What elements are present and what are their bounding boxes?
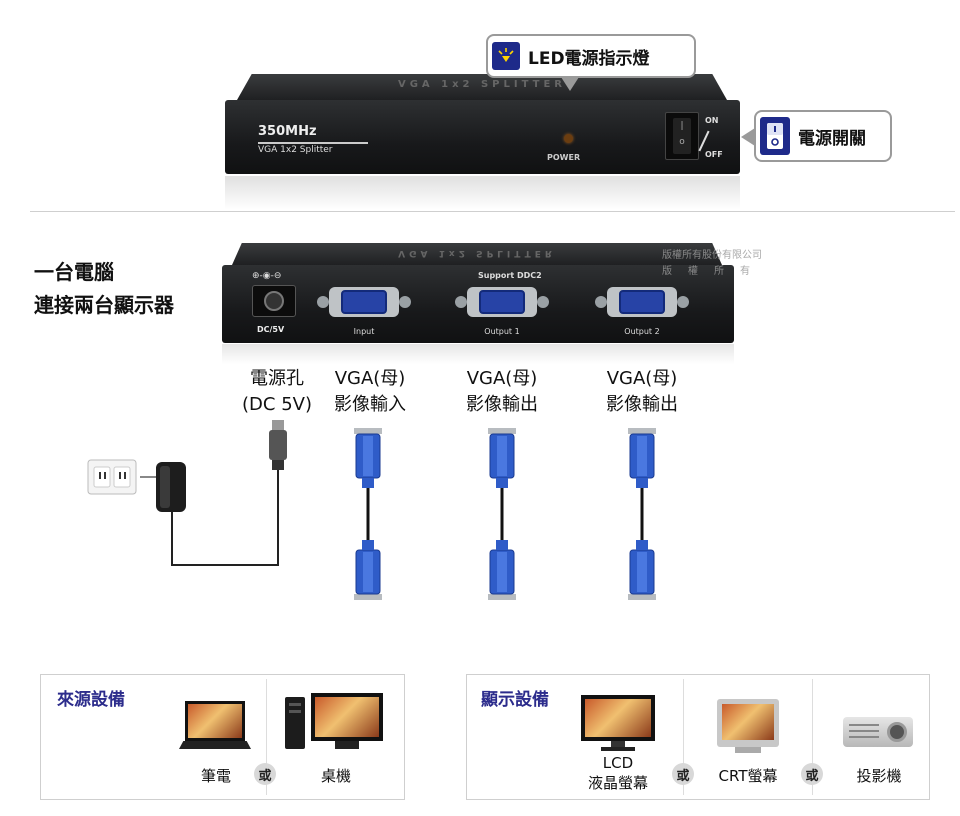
led-callout-pointer — [561, 77, 579, 91]
power-led — [564, 134, 573, 143]
heading: 一台電腦 連接兩台顯示器 — [34, 256, 174, 322]
power-adapter-icon — [140, 462, 186, 512]
port-input[interactable]: Input — [314, 287, 414, 336]
switch-icon — [760, 117, 790, 155]
device-front-face: 350MHz VGA 1x2 Splitter POWER |o ON OFF — [225, 100, 740, 174]
projector-icon — [843, 717, 913, 749]
power-switch-callout-label: 電源開關 — [798, 128, 866, 149]
port-output-2[interactable]: Output 2 — [592, 287, 692, 336]
watermark: 版權所有股份有限公司 版 權 所 有 — [662, 248, 762, 280]
display-devices-panel: 顯示設備 LCD 液晶螢幕 或 CRT螢幕 或 投影機 — [466, 674, 930, 800]
device-spec-main: 350MHz — [258, 124, 317, 139]
rear-face: ⊕-◉-⊖ DC/5V Support DDC2 Input Output 1 — [222, 265, 734, 343]
splitter-front-view: VGA 1x2 SPLITTER 350MHz VGA 1x2 Splitter… — [225, 74, 740, 174]
laptop-label: 筆電 — [200, 767, 231, 785]
device-reflection — [225, 176, 740, 210]
port-output-1-label: Output 1 — [484, 327, 520, 336]
vga-port-input — [329, 287, 399, 317]
vga-port-output-1 — [467, 287, 537, 317]
or-badge-display-1: 或 — [672, 763, 694, 785]
device-top-face: VGA 1x2 SPLITTER — [237, 74, 727, 100]
crt-monitor-icon — [717, 699, 779, 755]
led-glyph — [498, 48, 514, 62]
heading-line-2: 連接兩台顯示器 — [34, 293, 174, 317]
power-switch-pointer — [741, 128, 755, 146]
laptop-icon — [179, 701, 251, 751]
rear-top-face: VGA 1x2 SPLITTER — [232, 243, 722, 265]
desktop-label: 桌機 — [320, 767, 351, 785]
watermark-line-2: 版 權 所 有 — [662, 266, 753, 277]
wall-outlet-icon — [87, 459, 137, 495]
source-panel-divider — [266, 679, 267, 795]
source-devices-panel: 來源設備 筆電 或 桌機 — [40, 674, 405, 800]
device-spec-sub: VGA 1x2 Splitter — [258, 145, 333, 155]
lcd-label: LCD 液晶螢幕 — [587, 754, 648, 792]
vga-cable-output-2 — [627, 427, 657, 601]
power-switch-callout: 電源開關 — [754, 110, 892, 162]
connector-label-output-2: VGA(母) 影像輸出 — [606, 368, 678, 415]
display-panel-divider-2 — [812, 679, 813, 795]
support-ddc2-label: Support DDC2 — [478, 271, 542, 280]
splitter-rear-view: VGA 1x2 SPLITTER ⊕-◉-⊖ DC/5V Support DDC… — [222, 243, 734, 343]
vga-cable-output-1 — [487, 427, 517, 601]
port-input-label: Input — [353, 327, 375, 336]
switch-glyph — [767, 123, 783, 149]
connector-label-input: VGA(母) 影像輸入 — [334, 368, 406, 415]
port-output-2-label: Output 2 — [624, 327, 660, 336]
connector-label-output-1: VGA(母) 影像輸出 — [466, 368, 538, 415]
heading-line-1: 一台電腦 — [34, 260, 114, 284]
led-icon — [492, 42, 520, 70]
rear-reflection — [222, 344, 734, 364]
desktop-icon — [285, 693, 385, 755]
device-top-text: VGA 1x2 SPLITTER — [397, 79, 567, 90]
dc-label: DC/5V — [257, 325, 285, 334]
display-panel-divider-1 — [683, 679, 684, 795]
port-output-1[interactable]: Output 1 — [452, 287, 552, 336]
power-cable — [171, 468, 279, 566]
dc-plug-icon — [269, 420, 287, 470]
vga-port-output-2 — [607, 287, 677, 317]
vga-cable-input — [353, 427, 383, 601]
spec-divider — [258, 142, 368, 144]
led-callout-label: LED電源指示燈 — [528, 48, 650, 69]
dc-jack — [252, 285, 296, 317]
or-badge-display-2: 或 — [801, 763, 823, 785]
projector-label: 投影機 — [856, 767, 902, 785]
power-label: POWER — [547, 153, 581, 162]
section-divider — [30, 211, 955, 212]
watermark-line-1: 版權所有股份有限公司 — [662, 250, 762, 261]
switch-on-label: ON — [705, 116, 719, 125]
switch-off-label: OFF — [705, 150, 723, 159]
rocker-switch[interactable]: |o — [665, 112, 699, 160]
display-panel-title: 顯示設備 — [481, 690, 549, 710]
source-panel-title: 來源設備 — [57, 690, 125, 710]
dc-polarity-icon: ⊕-◉-⊖ — [252, 271, 282, 281]
led-callout: LED電源指示燈 — [486, 34, 696, 78]
or-badge-source: 或 — [254, 763, 276, 785]
lcd-monitor-icon — [581, 695, 655, 751]
crt-label: CRT螢幕 — [718, 767, 778, 785]
connector-label-dc: 電源孔 (DC 5V) — [242, 368, 312, 415]
